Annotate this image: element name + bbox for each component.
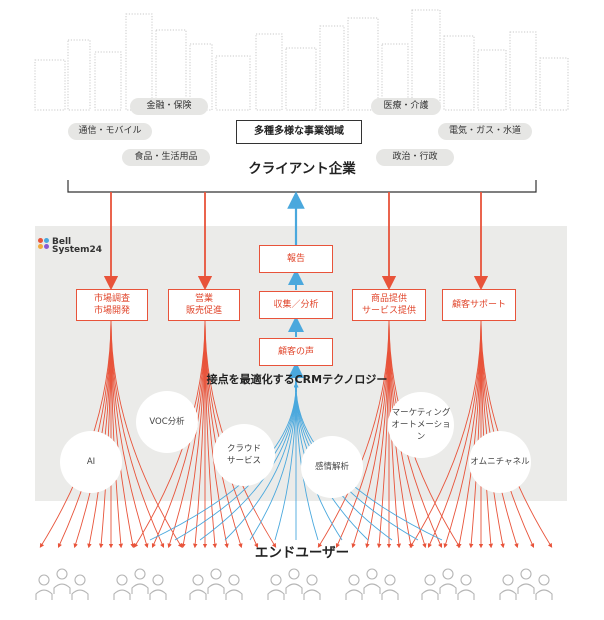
industry-telecom: 通信・モバイル — [68, 123, 152, 140]
person-icon — [535, 574, 553, 600]
logo-dot-orange — [38, 238, 43, 243]
person-icon — [35, 574, 53, 600]
logo-text-system24: System24 — [52, 245, 103, 255]
box-customer-voice: 顧客の声 — [259, 338, 333, 366]
tech-marketing-automation: マーケティング オートメーション — [388, 392, 454, 458]
box-report: 報告 — [259, 245, 333, 273]
person-icon — [207, 568, 225, 594]
industry-government: 政治・行政 — [376, 149, 454, 166]
industry-utilities: 電気・ガス・水道 — [438, 123, 532, 140]
city-skyline-illustration — [34, 9, 569, 111]
logo-dot-purple — [44, 244, 49, 249]
fan-line-orange — [110, 319, 183, 548]
logo-dot-blue — [44, 238, 49, 243]
person-icon — [345, 574, 363, 600]
person-icon — [267, 574, 285, 600]
logo-text-bell: Bell — [52, 237, 72, 247]
end-user-label: エンドユーザー — [254, 545, 350, 561]
person-icon — [71, 574, 89, 600]
box-customer-support: 顧客サポート — [442, 289, 516, 321]
box-sales-promotion: 営業 販売促進 — [168, 289, 240, 321]
industry-medical: 医療・介護 — [371, 98, 441, 115]
tech-omnichannel: オムニチャネル — [469, 431, 531, 493]
industry-finance: 金融・保険 — [130, 98, 208, 115]
client-bracket — [67, 180, 537, 193]
person-icon — [149, 574, 167, 600]
person-icon — [131, 568, 149, 594]
person-icon — [285, 568, 303, 594]
industries-center-label: 多種多様な事業領域 — [236, 120, 362, 144]
person-icon — [363, 568, 381, 594]
person-icon — [381, 574, 399, 600]
logo-dot-yellow — [38, 244, 43, 249]
tech-voc-analysis: VOC分析 — [136, 391, 198, 453]
person-icon — [225, 574, 243, 600]
tech-ai: AI — [60, 431, 122, 493]
person-icon — [439, 568, 457, 594]
person-icon — [499, 574, 517, 600]
tech-cloud-service: クラウド サービス — [213, 424, 275, 486]
box-market-research: 市場調査 市場開発 — [76, 289, 148, 321]
crm-technology-label: 接点を最適化するCRMテクノロジー — [206, 373, 388, 386]
person-icon — [189, 574, 207, 600]
box-collect-analyze: 収集／分析 — [259, 291, 333, 319]
tech-sentiment-analysis: 感情解析 — [301, 436, 363, 498]
person-icon — [53, 568, 71, 594]
person-icon — [457, 574, 475, 600]
industry-food: 食品・生活用品 — [122, 149, 210, 166]
person-icon — [421, 574, 439, 600]
person-icon — [303, 574, 321, 600]
person-icon — [113, 574, 131, 600]
person-icon — [517, 568, 535, 594]
end-user-people — [35, 568, 553, 600]
client-company-label: クライアント企業 — [248, 161, 356, 177]
box-product-service: 商品提供 サービス提供 — [352, 289, 426, 321]
